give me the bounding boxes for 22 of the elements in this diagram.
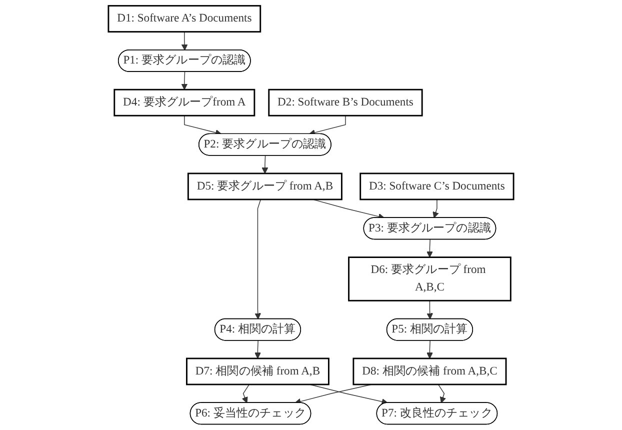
node-box: D6: 要求グループ from A,B,C	[348, 256, 512, 302]
node-box: D2: Software B’s Documents	[268, 88, 423, 116]
arrow	[438, 384, 446, 404]
arrow	[308, 115, 346, 136]
arrow	[432, 199, 439, 218]
arrow	[242, 384, 250, 404]
arrow	[184, 115, 222, 136]
arrow	[426, 239, 433, 258]
node-box: D8: 相関の候補 from A,B,C	[352, 358, 507, 386]
arrow	[254, 340, 261, 359]
arrow	[181, 72, 188, 90]
node-box: D1: Software A’s Documents	[108, 5, 262, 33]
node-box: D5: 要求グループ from A,B	[187, 172, 342, 200]
arrow	[426, 300, 434, 320]
arrow	[262, 155, 268, 174]
arrow	[426, 340, 433, 359]
arrow	[309, 384, 388, 405]
node-box: D4: 要求グループfrom A	[114, 88, 256, 116]
arrow	[181, 31, 188, 51]
arrow	[254, 199, 262, 320]
node-box: D3: Software C’s Documents	[360, 172, 514, 200]
node-box: D7: 相関の候補 from A,B	[186, 358, 330, 386]
